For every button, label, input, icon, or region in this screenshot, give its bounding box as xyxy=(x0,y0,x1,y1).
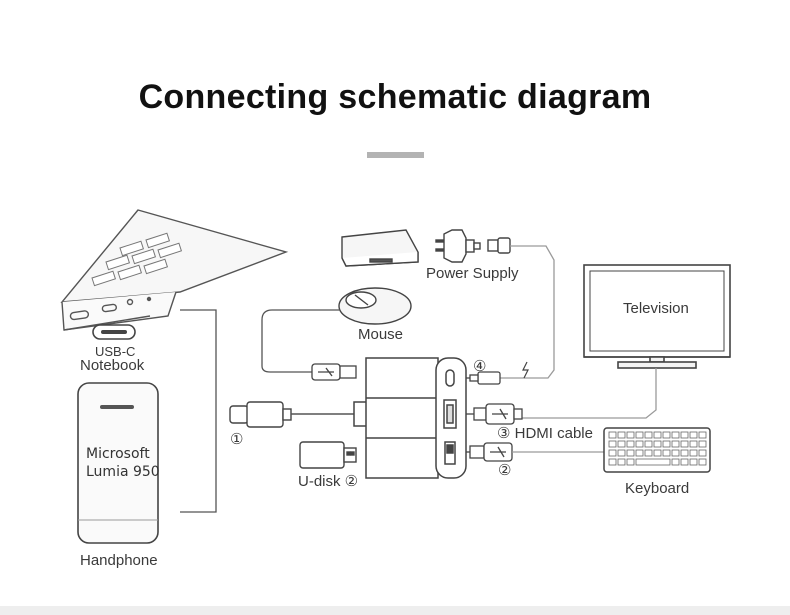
marker-1: ① xyxy=(230,431,244,448)
mouse-label: Mouse xyxy=(358,326,404,343)
mouse-icon xyxy=(338,287,412,325)
keyboard-icon xyxy=(603,427,711,473)
mouse-usb-plug-icon xyxy=(311,363,357,381)
hdmi-cable-label: ③ HDMI cable xyxy=(497,425,593,442)
hub-icon xyxy=(353,357,467,479)
power-bolt-icon xyxy=(522,361,529,379)
title-underline xyxy=(367,152,424,158)
keyboard-label: Keyboard xyxy=(625,480,690,497)
phone-model-line2: Lumia 950 xyxy=(86,464,160,480)
bottom-band xyxy=(0,606,790,615)
power-plug-icon xyxy=(435,229,511,263)
usb-c-label: USB-C xyxy=(95,344,136,359)
handphone-label: Handphone xyxy=(80,552,158,569)
keyboard-usb-plug-icon xyxy=(469,442,513,462)
phone-icon xyxy=(77,382,159,544)
phone-screen-text: Microsoft Lumia 950 xyxy=(86,445,160,481)
source-bracket xyxy=(180,309,217,513)
power-cable xyxy=(500,245,555,379)
television-icon xyxy=(583,264,731,369)
usb-c-plug-icon xyxy=(229,401,292,428)
phone-model-line1: Microsoft xyxy=(86,446,150,462)
laptop-icon xyxy=(60,209,289,331)
marker-4: ④ xyxy=(473,358,487,375)
udisk-label: U-disk ② xyxy=(298,473,359,490)
micro-usb-plug-icon xyxy=(469,371,501,385)
mouse-cable xyxy=(261,309,340,373)
hdmi-cable-line xyxy=(520,368,657,419)
hdmi-plug-icon xyxy=(473,403,523,425)
diagram-title: Connecting schematic diagram xyxy=(138,78,652,116)
power-supply-label: Power Supply xyxy=(426,265,519,282)
usb-drive-icon xyxy=(299,441,357,469)
television-label: Television xyxy=(623,300,689,317)
notebook-label: Notebook xyxy=(80,357,145,374)
tv-box-icon xyxy=(341,229,419,267)
marker-2-keyboard: ② xyxy=(498,462,512,479)
